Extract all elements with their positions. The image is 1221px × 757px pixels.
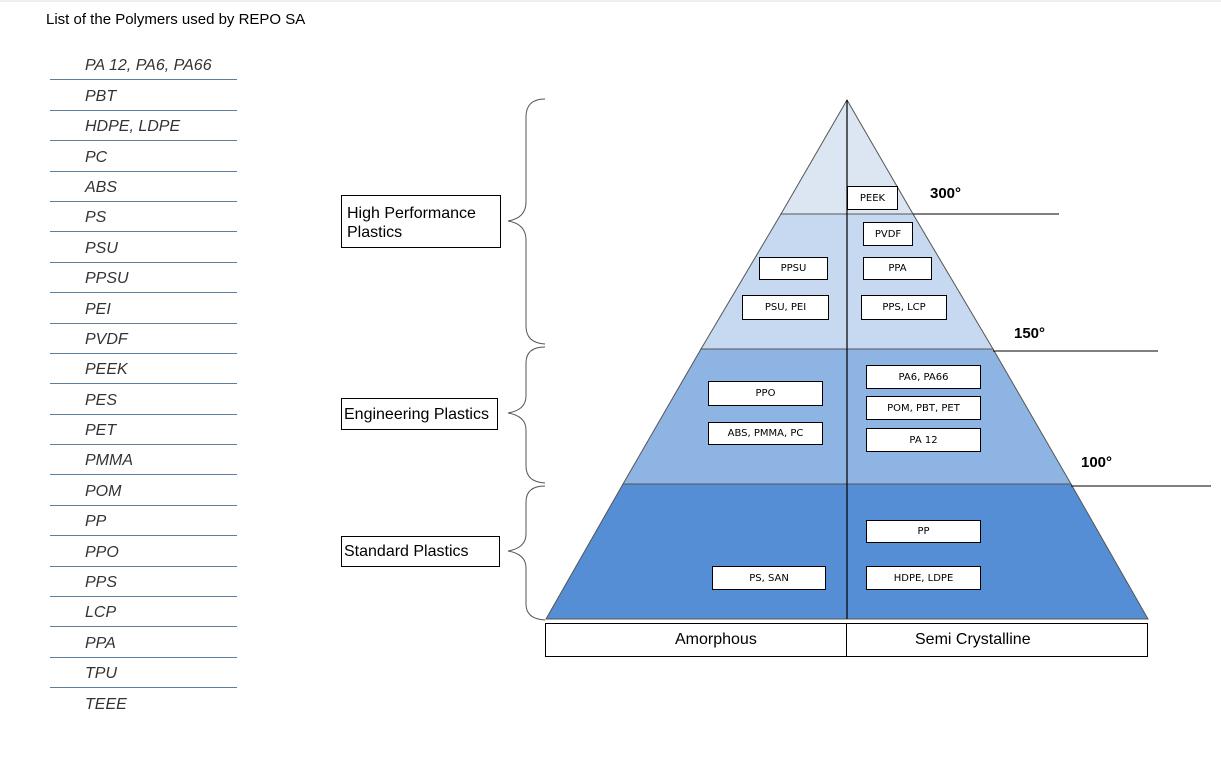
polymer-name: TEEE [85,695,127,713]
polymer-list-item: PSU [50,231,237,261]
polymer-list-item: PPO [50,535,237,565]
polymer-list-item: ABS [50,170,237,201]
polymer-list-item: PA 12, PA6, PA66 [50,49,237,79]
polymer-name: PS [85,209,107,227]
polymer-name: ABS [85,178,118,196]
polymer-name: PPSU [85,270,129,288]
polymer-name: PMMA [85,452,133,470]
polymer-box-ppsu: PPSU [759,257,828,280]
polymer-name: PEEK [85,361,128,379]
polymer-list-item: PBT [50,79,237,109]
polymer-name: PBT [85,87,117,105]
brace-standard [507,485,546,621]
polymer-name: PPA [85,634,116,652]
polymer-box-pp: PP [866,520,981,543]
category-amorphous: Amorphous [675,631,757,648]
polymer-name: HDPE, LDPE [85,118,181,136]
polymer-box-pvdf: PVDF [863,222,913,246]
polymer-box-ppa: PPA [863,257,932,280]
polymer-name: PP [85,513,107,531]
polymer-list-item: PET [50,413,237,444]
polymer-list-item: PC [50,140,237,170]
polymer-box-ppo: PPO [708,381,823,406]
polymer-list-item: PVDF [50,322,237,353]
category-semi-crystalline: Semi Crystalline [915,631,1031,648]
polymer-box-hdpe-ldpe: HDPE, LDPE [866,566,981,590]
polymer-list-item: PMMA [50,444,237,474]
polymer-name: PSU [85,239,118,257]
polymer-list-item: HDPE, LDPE [50,109,237,140]
polymer-name: PES [85,391,118,409]
temperature-100: 100° [1081,454,1113,471]
brace-engineering [507,346,546,484]
polymer-name: PET [85,422,117,440]
temperature-150: 150° [1014,325,1046,342]
polymer-name: PA 12, PA6, PA66 [85,57,212,75]
brace-high-performance [507,98,546,345]
polymer-list-item: PEI [50,292,237,322]
temperature-300: 300° [930,185,962,202]
polymer-box-pom-pbt-pet: POM, PBT, PET [866,396,981,420]
polymer-box-peek: PEEK [847,186,898,210]
polymer-list-item: PES [50,383,237,413]
polymer-list-item: PPA [50,626,237,656]
polymer-list-item: LCP [50,596,237,626]
polymer-list-item: PP [50,504,237,535]
polymer-list-item: TEEE [50,687,237,717]
polymer-name: LCP [85,604,117,622]
top-border [0,0,1221,2]
polymer-list-item: POM [50,474,237,504]
standard-plastics-label: Standard Plastics [341,536,500,567]
polymer-list-item: PPS [50,565,237,596]
polymer-name: PPO [85,543,119,561]
polymer-box-psu-pei: PSU, PEI [742,295,829,320]
polymer-list-item: PS [50,200,237,231]
page-title: List of the Polymers used by REPO SA [46,11,306,28]
polymer-box-pa6-pa66: PA6, PA66 [866,365,981,389]
polymer-name: PEI [85,300,111,318]
polymer-name: POM [85,482,122,500]
polymer-name: PC [85,148,108,166]
polymer-box-abs-pmma-pc: ABS, PMMA, PC [708,422,823,445]
polymer-name: PVDF [85,330,128,348]
polymer-box-ps-san: PS, SAN [712,566,826,590]
polymer-name: PPS [85,574,118,592]
polymer-list-item: PPSU [50,261,237,292]
polymer-box-pa12: PA 12 [866,428,981,452]
polymer-list-item: TPU [50,656,237,687]
polymer-box-pps-lcp: PPS, LCP [861,295,947,320]
polymer-name: TPU [85,665,117,683]
engineering-plastics-label: Engineering Plastics [341,398,498,430]
high-performance-plastics-label: High Performance Plastics [341,195,501,248]
polymer-list-item: PEEK [50,352,237,383]
